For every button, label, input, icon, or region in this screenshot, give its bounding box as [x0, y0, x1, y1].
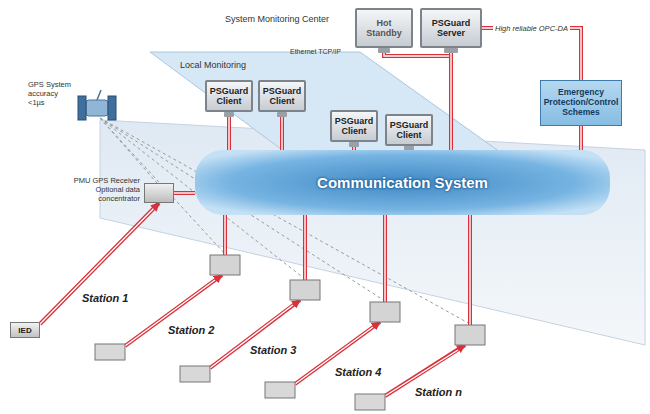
pmu-box	[455, 325, 485, 345]
link-line	[40, 209, 153, 324]
node-text: PSGuard Client	[335, 116, 374, 137]
link-line	[174, 192, 195, 193]
node-text: Emergency Protection/Control Schemes	[544, 88, 619, 117]
link-line	[580, 126, 581, 150]
cloud-shape	[195, 150, 610, 215]
link-line	[384, 48, 451, 56]
node-text: PSGuard Client	[263, 86, 302, 107]
ied-box	[95, 344, 125, 360]
ied-box	[180, 366, 210, 382]
server-monitor: PSGuard Server	[420, 8, 482, 48]
link-line	[482, 28, 581, 80]
station-label: Station 2	[168, 324, 214, 336]
station-label: Station 3	[250, 344, 296, 356]
communication-link	[482, 28, 581, 80]
node-text: Hot Standby	[360, 18, 408, 39]
pmu-link	[383, 212, 387, 302]
communication-link	[174, 193, 195, 194]
ied-box: IED	[10, 322, 40, 338]
pmu-box	[210, 255, 240, 275]
link-line	[280, 112, 284, 150]
monitor-stand	[224, 112, 235, 117]
node-text: PSGuard Client	[210, 86, 249, 107]
client-monitor: PSGuard Client	[385, 114, 433, 146]
pmu-link	[223, 212, 227, 255]
solar-panel	[108, 96, 116, 120]
client-monitor: PSGuard Client	[205, 80, 253, 112]
monitor-stand	[378, 48, 391, 53]
local-monitoring-plane	[150, 52, 500, 152]
link-line	[40, 203, 159, 324]
pmu-link	[384, 212, 385, 302]
communication-link	[384, 48, 451, 56]
ied-box	[265, 382, 295, 398]
monitor-stand	[277, 112, 288, 117]
node-text: PSGuard Server	[425, 18, 477, 39]
station-label: Station n	[415, 386, 462, 398]
communication-link	[40, 203, 159, 324]
communication-link	[282, 112, 283, 150]
pmu-link	[304, 212, 305, 280]
pmu-box	[370, 302, 400, 322]
note-label: System Monitoring Center	[225, 14, 329, 24]
station-label: Station 4	[335, 366, 381, 378]
ied-link	[210, 300, 300, 368]
solar-panel	[78, 96, 86, 120]
control-box: Emergency Protection/Control Schemes	[540, 80, 622, 126]
pmu-box	[144, 183, 174, 203]
station-links	[125, 212, 470, 396]
pmu-device: PMU GPS Receiver Optional data concentra…	[60, 176, 174, 203]
link-line	[449, 48, 453, 150]
ied-link	[125, 275, 222, 346]
gps-signal	[100, 118, 470, 324]
pmu-link	[303, 212, 307, 280]
antenna	[97, 90, 101, 100]
node-text: PMU GPS Receiver Optional data concentra…	[60, 176, 140, 203]
communication-cloud: Communication System	[195, 150, 610, 215]
note-label: Ethernet TCP/IP	[290, 48, 341, 55]
communication-link	[581, 126, 582, 150]
link-line	[450, 48, 451, 150]
node-text: Communication System	[317, 174, 488, 191]
server-monitor: Hot Standby	[355, 8, 413, 48]
link-line	[384, 48, 451, 56]
note-label: GPS System accuracy <1µs	[28, 80, 74, 107]
satellite-body	[86, 100, 108, 116]
node-text: IED	[18, 326, 31, 335]
link-line	[227, 112, 231, 150]
station-label: Station 1	[82, 292, 128, 304]
link-line	[281, 112, 282, 150]
gps-signals	[100, 118, 470, 324]
communication-link	[229, 112, 230, 150]
link-label: High reliable OPC-DA	[493, 24, 570, 33]
ied-box	[355, 394, 385, 410]
link-line	[579, 126, 583, 150]
gps-satellite	[78, 90, 116, 120]
note-label: Local Monitoring	[180, 60, 246, 70]
pmu-box	[290, 280, 320, 300]
communication-wall	[100, 120, 645, 345]
station-devices	[95, 255, 485, 410]
monitor-stand	[444, 48, 458, 53]
communication-link	[451, 48, 452, 150]
link-line	[228, 112, 229, 150]
monitor-stand	[349, 142, 360, 147]
pmu-link	[468, 212, 472, 325]
client-monitor: PSGuard Client	[330, 110, 378, 142]
link-line	[482, 28, 581, 80]
ied-link	[210, 305, 293, 368]
pmu-link	[469, 212, 470, 325]
node-text: PSGuard Client	[390, 120, 429, 141]
client-monitor: PSGuard Client	[258, 80, 306, 112]
link-line	[174, 191, 195, 195]
pmu-link	[224, 212, 225, 255]
ied-link	[125, 280, 215, 346]
